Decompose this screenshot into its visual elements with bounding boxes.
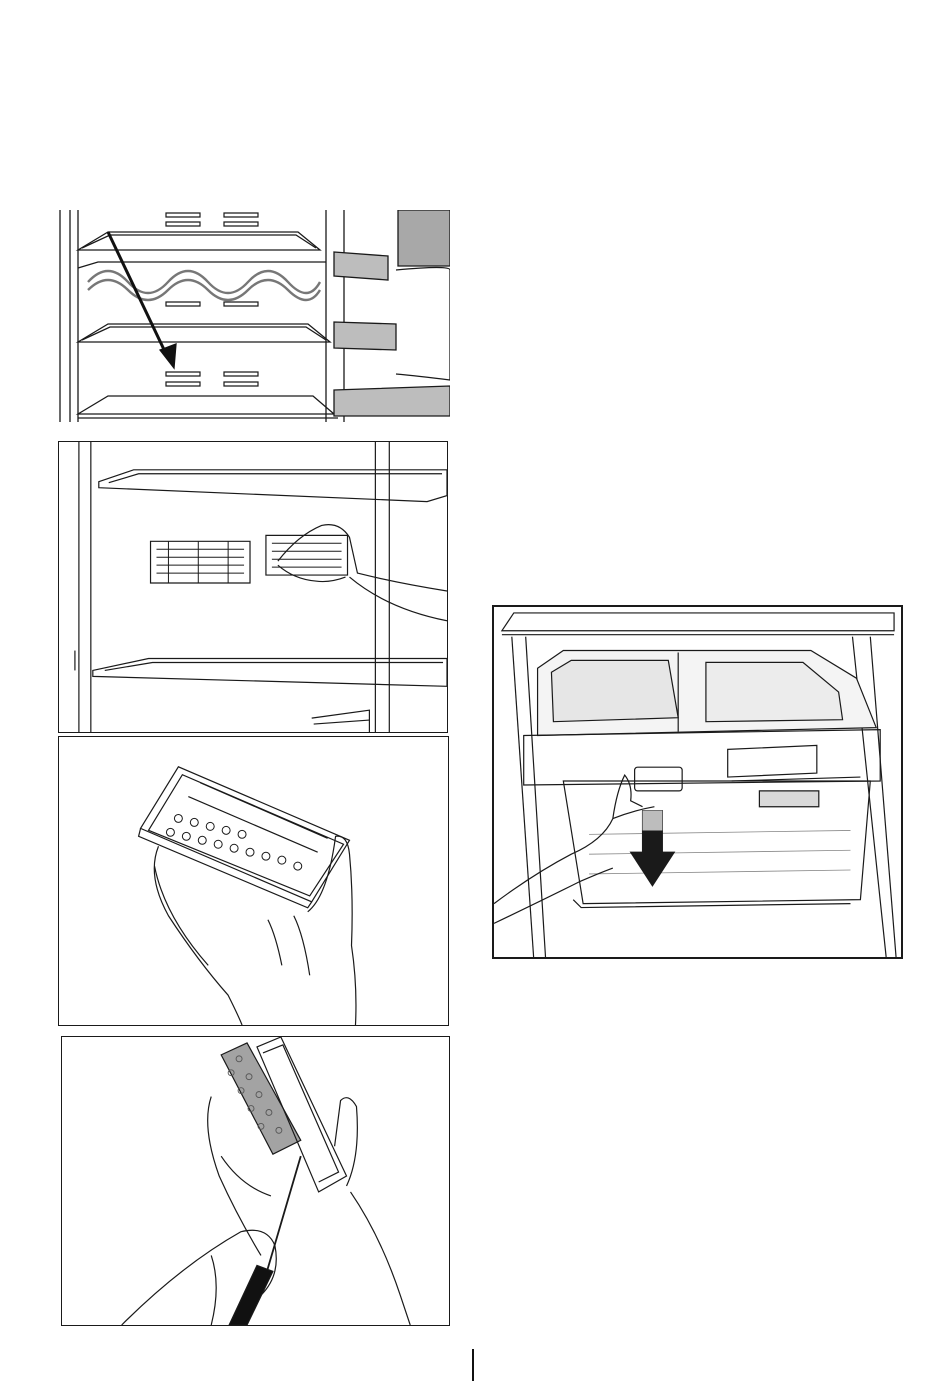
page-marker [472,1349,474,1381]
figure-filter-cover-in-hand [58,736,449,1026]
figure-remove-filter-cover [58,441,448,733]
figure-fridge-shelves-airflow [58,210,450,422]
figure-pull-out-crisper-drawer [492,605,903,959]
figure-lift-filter-with-tool [61,1036,450,1326]
